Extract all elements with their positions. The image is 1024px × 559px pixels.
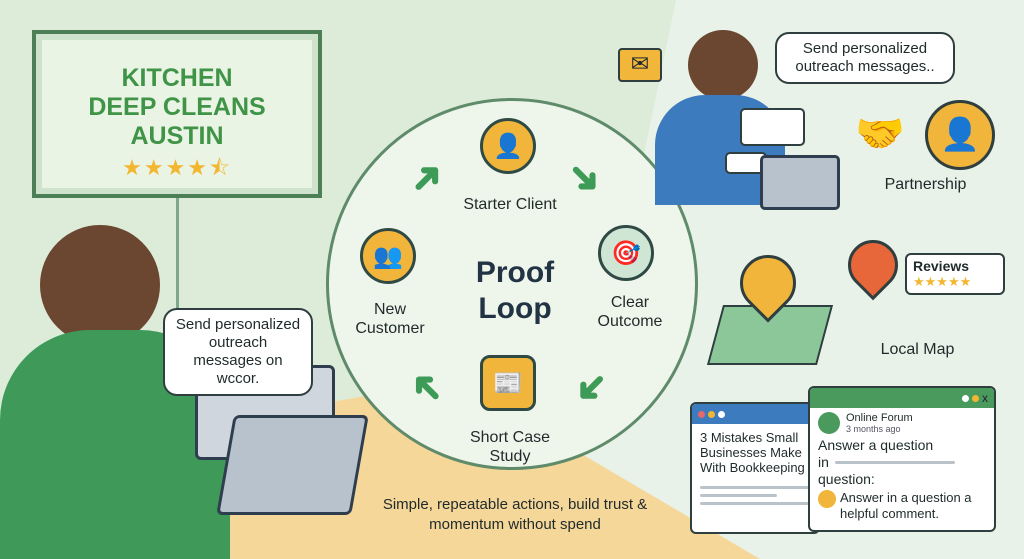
target-icon: 🎯	[598, 225, 654, 281]
proof-loop-title: Proof Loop	[440, 255, 590, 327]
envelope-icon: ✉	[618, 48, 662, 82]
top-speech-bubble: Send personalized outreach messages..	[775, 32, 955, 84]
business-sign: KITCHEN DEEP CLEANS AUSTIN ★★★★⯪	[32, 30, 322, 198]
sign-line-1: KITCHEN	[121, 64, 233, 92]
title-line-1: Proof	[475, 256, 555, 289]
forum-time: 3 months ago	[846, 424, 901, 434]
reviews-card: Reviews ★★★★★	[905, 253, 1005, 295]
document-icon: 📰	[480, 355, 536, 411]
question-line-1: Answer a question	[818, 437, 934, 453]
forum-source: Online Forum	[846, 412, 913, 424]
partnership-label: Partnership	[884, 176, 967, 193]
laptop-illustration	[760, 155, 840, 210]
node-short-case-study: Short Case Study	[469, 429, 551, 465]
avatar	[818, 412, 840, 434]
sign-pole	[176, 198, 179, 318]
laptop-illustration	[216, 415, 369, 515]
partner-avatar-icon: 👤	[925, 100, 995, 170]
question-line-3: question:	[818, 471, 875, 487]
blog-title: 3 Mistakes Small Businesses Make With Bo…	[700, 430, 805, 475]
reviews-stars-icon: ★★★★★	[913, 274, 972, 289]
sign-line-2: DEEP CLEANS	[88, 93, 266, 121]
avatar	[818, 490, 836, 508]
blog-window: 3 Mistakes Small Businesses Make With Bo…	[690, 402, 820, 534]
node-starter-client: Starter Client	[463, 196, 557, 213]
sign-line-3: AUSTIN	[130, 122, 224, 150]
local-map-label: Local Map	[880, 341, 955, 358]
node-clear-outcome: Clear Outcome	[597, 294, 663, 330]
forum-answer: Answer in a question a helpful comment.	[840, 490, 972, 521]
chat-card-icon	[740, 108, 805, 146]
handshake-icon: 🤝	[855, 112, 905, 156]
person-head-illustration	[688, 30, 758, 100]
close-icon[interactable]: x	[982, 391, 988, 405]
star-rating-icon: ★★★★⯪	[122, 155, 232, 180]
person-head-illustration	[40, 225, 160, 345]
group-icon: 👥	[360, 228, 416, 284]
left-speech-bubble: Send personalized outreach messages on w…	[163, 308, 313, 396]
question-line-2: in	[818, 454, 829, 470]
reviews-label: Reviews	[913, 258, 970, 274]
tagline: Simple, repeatable actions, build trust …	[382, 496, 648, 533]
title-line-2: Loop	[478, 292, 552, 325]
person-icon: 👤	[480, 118, 536, 174]
node-new-customer: New Customer	[355, 301, 425, 337]
window-titlebar: x	[810, 388, 994, 408]
window-titlebar	[692, 404, 818, 424]
